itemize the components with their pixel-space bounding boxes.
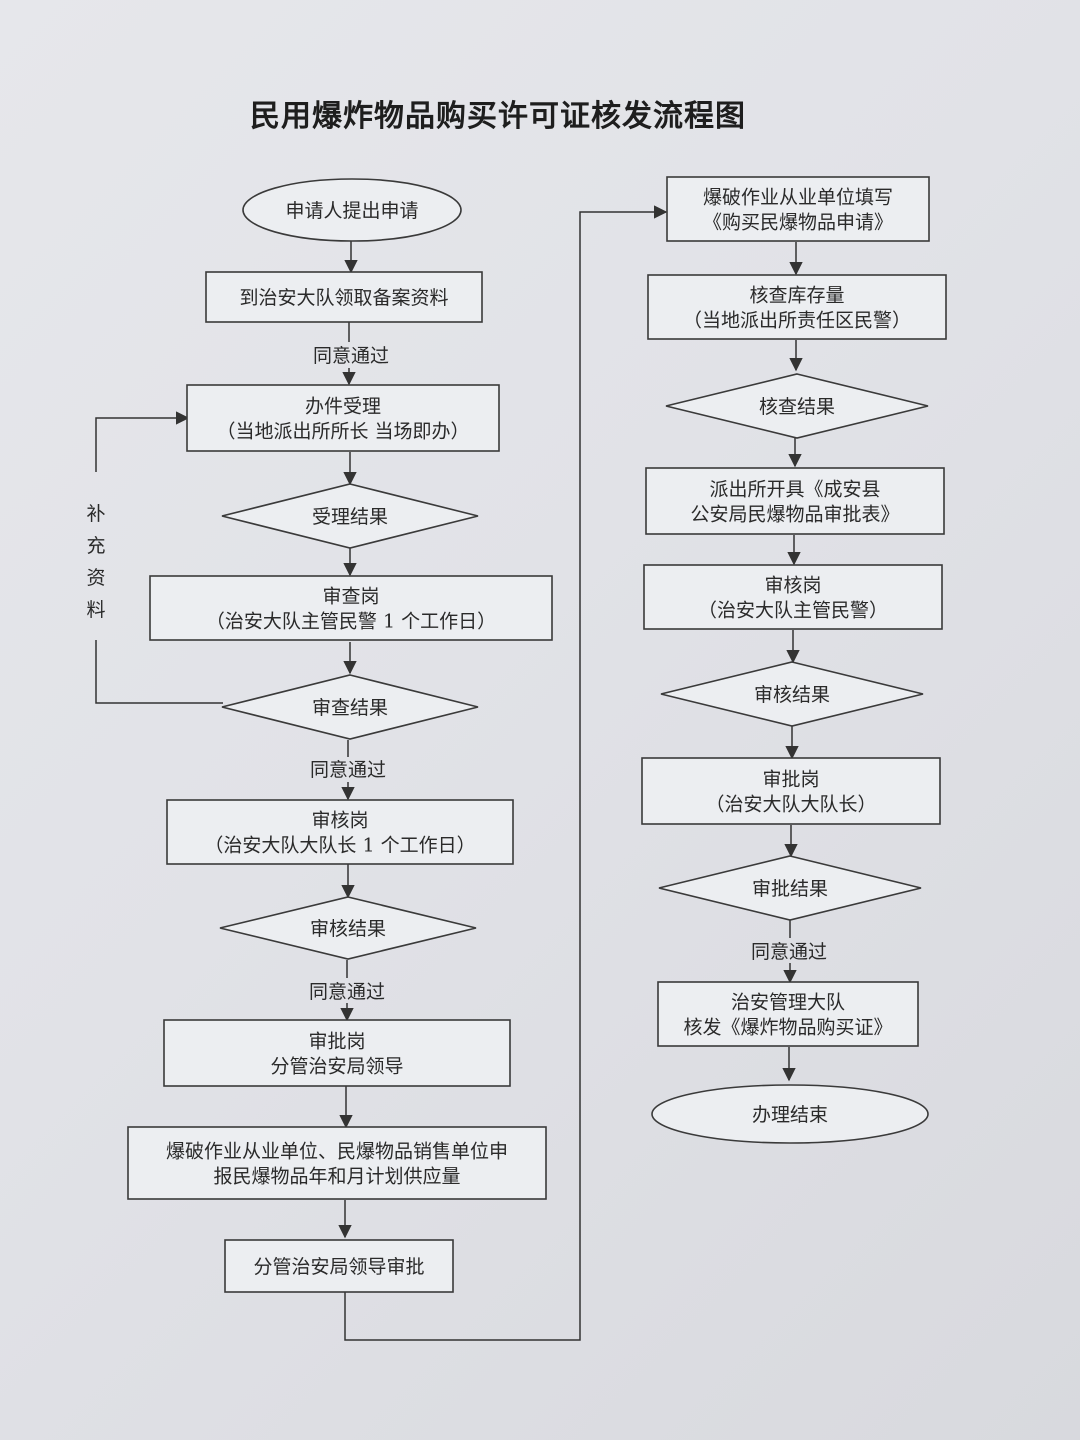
node-label: （治安大队主管民警 1 个工作日） bbox=[206, 611, 496, 633]
node-shape bbox=[651, 1084, 929, 1144]
node-label: 《购买民爆物品申请》 bbox=[703, 212, 893, 234]
node-label: 派出所开具《成安县 bbox=[709, 479, 880, 501]
node-check-stock: 核查库存量 （当地派出所责任区民警） bbox=[647, 274, 947, 340]
node-label: （治安大队大队长 1 个工作日） bbox=[204, 835, 475, 857]
node-end: 办理结束 bbox=[651, 1084, 929, 1144]
node-label: （当地派出所所长 当场即办） bbox=[216, 421, 469, 443]
edge-label-pass: 同意通过 bbox=[309, 981, 385, 1003]
node-label: 公安局民爆物品审批表》 bbox=[690, 504, 899, 526]
node-label: 分管治安局领导 bbox=[270, 1056, 403, 1078]
node-shape bbox=[657, 981, 919, 1047]
node-label: 到治安大队领取备案资料 bbox=[239, 287, 448, 309]
node-shape bbox=[205, 271, 483, 323]
node-shape bbox=[660, 661, 924, 727]
node-shape bbox=[221, 483, 479, 549]
node-approve-post2: 审批岗 （治安大队大队长） bbox=[641, 757, 941, 825]
node-label: 申请人提出申请 bbox=[285, 200, 418, 222]
node-label: 受理结果 bbox=[312, 506, 388, 528]
node-label: 办理结束 bbox=[752, 1104, 828, 1126]
node-label: 爆破作业从业单位填写 bbox=[703, 187, 893, 209]
node-shape bbox=[127, 1126, 547, 1200]
side-label-char: 资 bbox=[86, 567, 105, 589]
node-shape bbox=[166, 799, 514, 865]
node-start: 申请人提出申请 bbox=[242, 178, 462, 242]
node-shape bbox=[219, 896, 477, 960]
node-shape bbox=[149, 575, 553, 641]
node-shape bbox=[658, 855, 922, 921]
node-leader-approve: 分管治安局领导审批 bbox=[224, 1239, 454, 1293]
node-label: 爆破作业从业单位、民爆物品销售单位申 bbox=[166, 1141, 508, 1163]
page-title: 民用爆炸物品购买许可证核发流程图 bbox=[250, 99, 746, 134]
node-shape bbox=[666, 176, 930, 242]
node-label: 审核岗 bbox=[311, 810, 368, 832]
node-accept-result: 受理结果 bbox=[221, 483, 479, 549]
node-label: 审批岗 bbox=[762, 769, 819, 791]
node-shape bbox=[242, 178, 462, 242]
node-label: 治安管理大队 bbox=[731, 992, 845, 1014]
node-shape bbox=[186, 384, 500, 452]
node-label: 审查结果 bbox=[312, 697, 388, 719]
node-label: （治安大队主管民警） bbox=[698, 600, 888, 622]
side-label-char: 料 bbox=[86, 599, 105, 621]
node-label: （当地派出所责任区民警） bbox=[683, 310, 911, 332]
node-label: 报民爆物品年和月计划供应量 bbox=[213, 1166, 460, 1188]
node-shape bbox=[643, 564, 943, 630]
node-label: 审核岗 bbox=[764, 575, 821, 597]
node-get-materials: 到治安大队领取备案资料 bbox=[205, 271, 483, 323]
node-label: （治安大队大队长） bbox=[705, 794, 876, 816]
node-shape bbox=[163, 1019, 511, 1087]
node-shape bbox=[221, 674, 479, 740]
node-audit-result2: 审核结果 bbox=[660, 661, 924, 727]
edge-label-pass: 同意通过 bbox=[751, 941, 827, 963]
edge-label-pass: 同意通过 bbox=[313, 345, 389, 367]
node-label: 审批结果 bbox=[752, 878, 828, 900]
node-audit-result: 审核结果 bbox=[219, 896, 477, 960]
node-audit-post: 审核岗 （治安大队大队长 1 个工作日） bbox=[166, 799, 514, 865]
node-label: 分管治安局领导审批 bbox=[253, 1256, 424, 1278]
node-label: 核发《爆炸物品购买证》 bbox=[683, 1017, 892, 1039]
side-label-char: 充 bbox=[86, 535, 105, 557]
node-review-result: 审查结果 bbox=[221, 674, 479, 740]
edge-label-pass: 同意通过 bbox=[310, 759, 386, 781]
node-accept: 办件受理 （当地派出所所长 当场即办） bbox=[186, 384, 500, 452]
connectors bbox=[95, 205, 803, 1341]
node-review-post: 审查岗 （治安大队主管民警 1 个工作日） bbox=[149, 575, 553, 641]
node-label: 核查结果 bbox=[759, 396, 835, 418]
node-label: 核查库存量 bbox=[749, 285, 844, 307]
node-label: 审核结果 bbox=[310, 918, 386, 940]
node-label: 审批岗 bbox=[308, 1031, 365, 1053]
node-shape bbox=[641, 757, 941, 825]
node-label: 办件受理 bbox=[305, 396, 381, 418]
node-approve-result: 审批结果 bbox=[658, 855, 922, 921]
node-shape bbox=[224, 1239, 454, 1293]
node-fill-application: 爆破作业从业单位填写《购买民爆物品申请》 bbox=[666, 176, 930, 242]
side-label-char: 补 bbox=[86, 503, 105, 525]
side-label-supplement: 补 充 资 料 bbox=[86, 503, 105, 621]
node-shape bbox=[647, 274, 947, 340]
node-shape bbox=[665, 373, 929, 439]
node-audit-post2: 审核岗 （治安大队主管民警） bbox=[643, 564, 943, 630]
node-shape bbox=[645, 467, 945, 535]
node-label: 审核结果 bbox=[754, 684, 830, 706]
node-check-result: 核查结果 bbox=[665, 373, 929, 439]
node-label: 审查岗 bbox=[322, 586, 379, 608]
